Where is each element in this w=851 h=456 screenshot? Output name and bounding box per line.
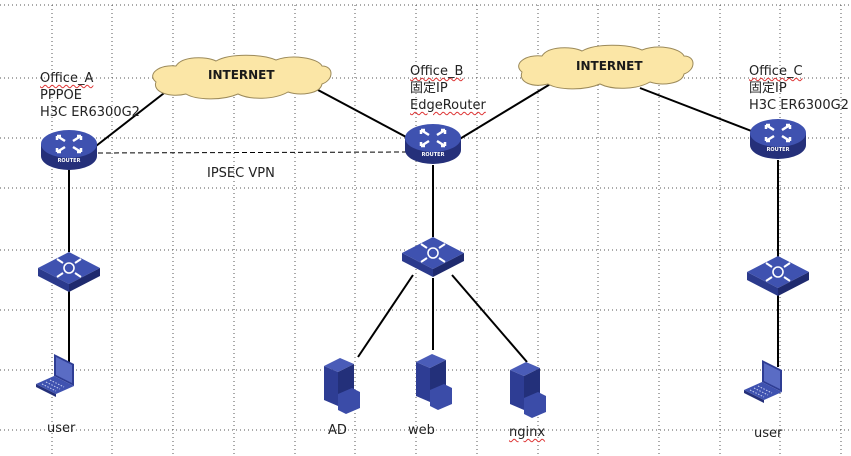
internet-cloud-2 xyxy=(518,44,694,90)
server-web-label: web xyxy=(408,423,435,438)
link-office-a-to-internet-1 xyxy=(95,89,169,147)
router-office-b-icon xyxy=(403,122,463,166)
user-c-label: user xyxy=(754,426,783,441)
router-office-a-icon xyxy=(39,128,99,172)
office-b-name: Office_B xyxy=(410,64,464,79)
ipsec-vpn-tunnel xyxy=(97,151,407,154)
switch-office-b-icon xyxy=(401,236,465,278)
link-switch-b-to-nginx xyxy=(451,274,528,363)
link-internet-2-to-office-c xyxy=(639,87,755,133)
router-office-c-icon xyxy=(748,117,808,161)
switch-office-c-icon xyxy=(746,255,810,297)
office-b-device: EdgeRouter xyxy=(410,98,486,113)
server-nginx-label: nginx xyxy=(509,425,546,440)
laptop-user-c-icon xyxy=(743,359,783,404)
office-c-name: Office_C xyxy=(749,64,803,79)
link-switch-b-to-ad xyxy=(357,274,414,358)
server-web-icon xyxy=(416,354,452,410)
internet-cloud-2-label: INTERNET xyxy=(576,59,643,73)
office-a-name: Office_A xyxy=(40,71,94,86)
ipsec-vpn-label: IPSEC VPN xyxy=(207,166,275,181)
link-internet-1-to-office-b xyxy=(317,89,409,139)
internet-cloud-1 xyxy=(152,54,332,100)
office-a-connection: PPPOE xyxy=(40,88,82,103)
user-a-label: user xyxy=(47,421,76,436)
office-c-connection: 固定IP xyxy=(749,81,787,96)
link-office-b-to-internet-2 xyxy=(457,82,553,141)
office-a-device: H3C ER6300G2 xyxy=(40,105,140,120)
office-c-device: H3C ER6300G2 xyxy=(749,98,849,113)
server-ad-label: AD xyxy=(328,423,347,438)
office-b-connection: 固定IP xyxy=(410,81,448,96)
internet-cloud-1-label: INTERNET xyxy=(208,68,275,82)
switch-office-a-icon xyxy=(37,251,101,293)
